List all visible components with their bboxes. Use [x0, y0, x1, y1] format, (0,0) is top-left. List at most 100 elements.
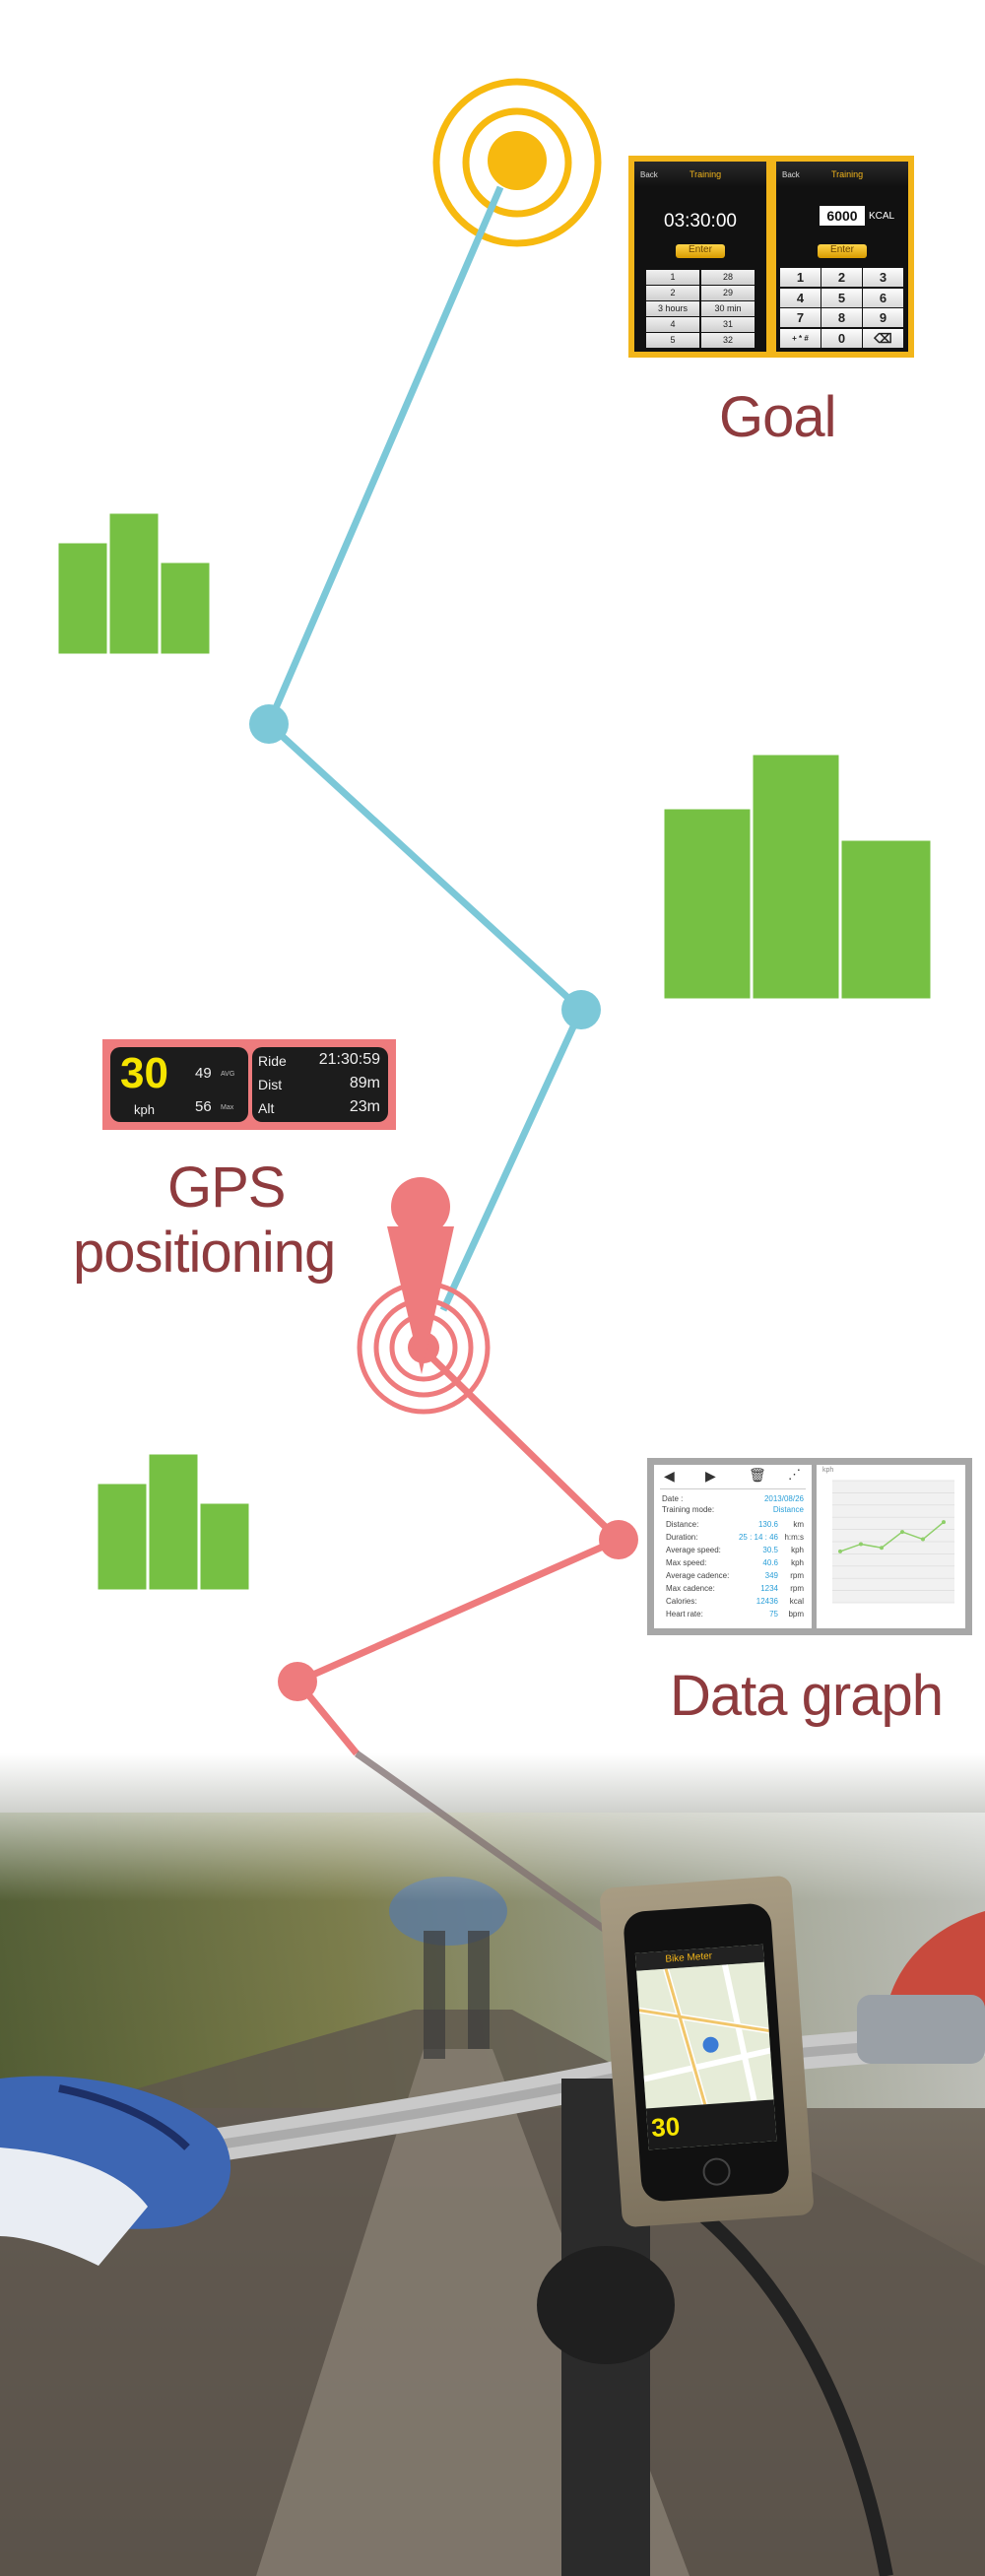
- summary-panel: ◀ ▶ 🗑 ⋰ Date : 2013/08/26 Training mode:…: [654, 1465, 812, 1628]
- graph-unit: kph: [822, 1467, 834, 1474]
- phone-screen: Bike Meter 30: [634, 1944, 777, 2150]
- picker-option[interactable]: 29: [701, 286, 755, 300]
- stat-label: Distance:: [666, 1520, 699, 1529]
- phone-mount: Bike Meter 30: [599, 1875, 815, 2228]
- stat-label: Average cadence:: [666, 1571, 730, 1580]
- picker-option[interactable]: 31: [701, 317, 755, 332]
- enter-button[interactable]: Enter: [676, 244, 725, 258]
- next-arrow-icon[interactable]: ▶: [705, 1468, 716, 1484]
- stat-value: 25 : 14 : 46: [738, 1533, 778, 1542]
- graph-point: [838, 1549, 842, 1553]
- graph-point: [921, 1537, 925, 1542]
- picker-option[interactable]: 30 min: [701, 301, 755, 316]
- phone-speed: 30: [650, 2111, 682, 2144]
- share-icon[interactable]: ⋰: [788, 1467, 801, 1482]
- speed-unit: kph: [134, 1102, 155, 1117]
- bar-chart-icon: [95, 1451, 252, 1593]
- stat-unit: kcal: [789, 1597, 804, 1606]
- graph-point: [880, 1546, 884, 1551]
- alt-label: Alt: [258, 1100, 275, 1116]
- keypad-key[interactable]: 3: [863, 268, 903, 287]
- keypad-key[interactable]: 1: [780, 268, 821, 287]
- keypad-key[interactable]: 4: [780, 288, 821, 307]
- graph-point: [942, 1520, 946, 1525]
- graph-point: [859, 1542, 863, 1547]
- back-label: Back: [640, 170, 658, 179]
- stat-unit: rpm: [790, 1571, 804, 1580]
- max-label: Max: [221, 1104, 234, 1111]
- picker-option[interactable]: 28: [701, 270, 755, 285]
- picker-option[interactable]: 4: [646, 317, 699, 332]
- calorie-unit: KCAL: [869, 211, 895, 222]
- stat-unit: km: [793, 1520, 804, 1529]
- stat-label: Duration:: [666, 1533, 698, 1542]
- calorie-value[interactable]: 6000: [820, 206, 865, 226]
- screen-title: Training: [690, 169, 722, 179]
- data-graph-screens: ◀ ▶ 🗑 ⋰ Date : 2013/08/26 Training mode:…: [647, 1458, 972, 1635]
- speed-panel: 30 kph 49 AVG 56 Max: [110, 1047, 248, 1122]
- gps-heading-line2: positioning: [73, 1221, 336, 1285]
- stat-label: Max cadence:: [666, 1584, 715, 1593]
- keypad-key[interactable]: 5: [821, 288, 862, 307]
- keypad-key[interactable]: + * #: [780, 328, 821, 348]
- stat-value: 75: [769, 1610, 778, 1618]
- prev-arrow-icon[interactable]: ◀: [664, 1468, 675, 1484]
- picker-option[interactable]: 3 hours: [646, 301, 699, 316]
- home-button[interactable]: [701, 2156, 732, 2187]
- route-to-phone-segment: [354, 1750, 624, 1944]
- keypad-key[interactable]: 0: [821, 328, 862, 348]
- keypad-key[interactable]: 2: [821, 268, 862, 287]
- ride-panel: Ride 21:30:59 Dist 89m Alt 23m: [252, 1047, 388, 1122]
- picker-option[interactable]: 1: [646, 270, 699, 285]
- goal-heading: Goal: [719, 385, 837, 449]
- data-graph-heading: Data graph: [670, 1664, 944, 1728]
- stat-unit: bpm: [788, 1610, 804, 1618]
- back-label: Back: [782, 170, 800, 179]
- graph-panel: kph: [817, 1465, 965, 1628]
- stat-value: 130.6: [757, 1520, 778, 1529]
- picker-option[interactable]: 2: [646, 286, 699, 300]
- keypad-key[interactable]: 8: [821, 308, 862, 327]
- keypad-key[interactable]: 6: [863, 288, 903, 307]
- graph-line: [839, 1521, 945, 1552]
- goal-target-icon: [432, 78, 602, 247]
- route-blue-segment: [264, 185, 586, 1312]
- speed-value: 30: [120, 1049, 168, 1097]
- stat-label: Max speed:: [666, 1558, 707, 1567]
- location-pin-icon: [357, 1177, 491, 1415]
- keypad-key[interactable]: 9: [863, 308, 903, 327]
- keypad-key[interactable]: 7: [780, 308, 821, 327]
- map-view: [636, 1961, 774, 2109]
- trash-icon[interactable]: 🗑: [749, 1467, 766, 1483]
- stat-value: 30.5: [762, 1546, 778, 1554]
- stat-label: Average speed:: [666, 1546, 721, 1554]
- date-value: 2013/08/26: [763, 1494, 804, 1503]
- stat-label: Calories:: [666, 1597, 697, 1606]
- avg-label: AVG: [221, 1071, 235, 1078]
- bar-chart-icon: [55, 510, 213, 657]
- enter-button[interactable]: Enter: [818, 244, 867, 258]
- picker-option[interactable]: 5: [646, 333, 699, 348]
- route-waypoint: [249, 704, 289, 744]
- picker-option[interactable]: 32: [701, 333, 755, 348]
- keypad-key[interactable]: ⌫: [863, 328, 903, 348]
- dist-label: Dist: [258, 1077, 283, 1092]
- screen-title: Training: [831, 169, 864, 179]
- route-waypoint: [278, 1662, 317, 1701]
- gps-heading-line1: GPS: [167, 1156, 286, 1220]
- avg-value: 49: [195, 1065, 212, 1082]
- phone: Bike Meter 30: [622, 1902, 791, 2203]
- ride-label: Ride: [258, 1053, 287, 1069]
